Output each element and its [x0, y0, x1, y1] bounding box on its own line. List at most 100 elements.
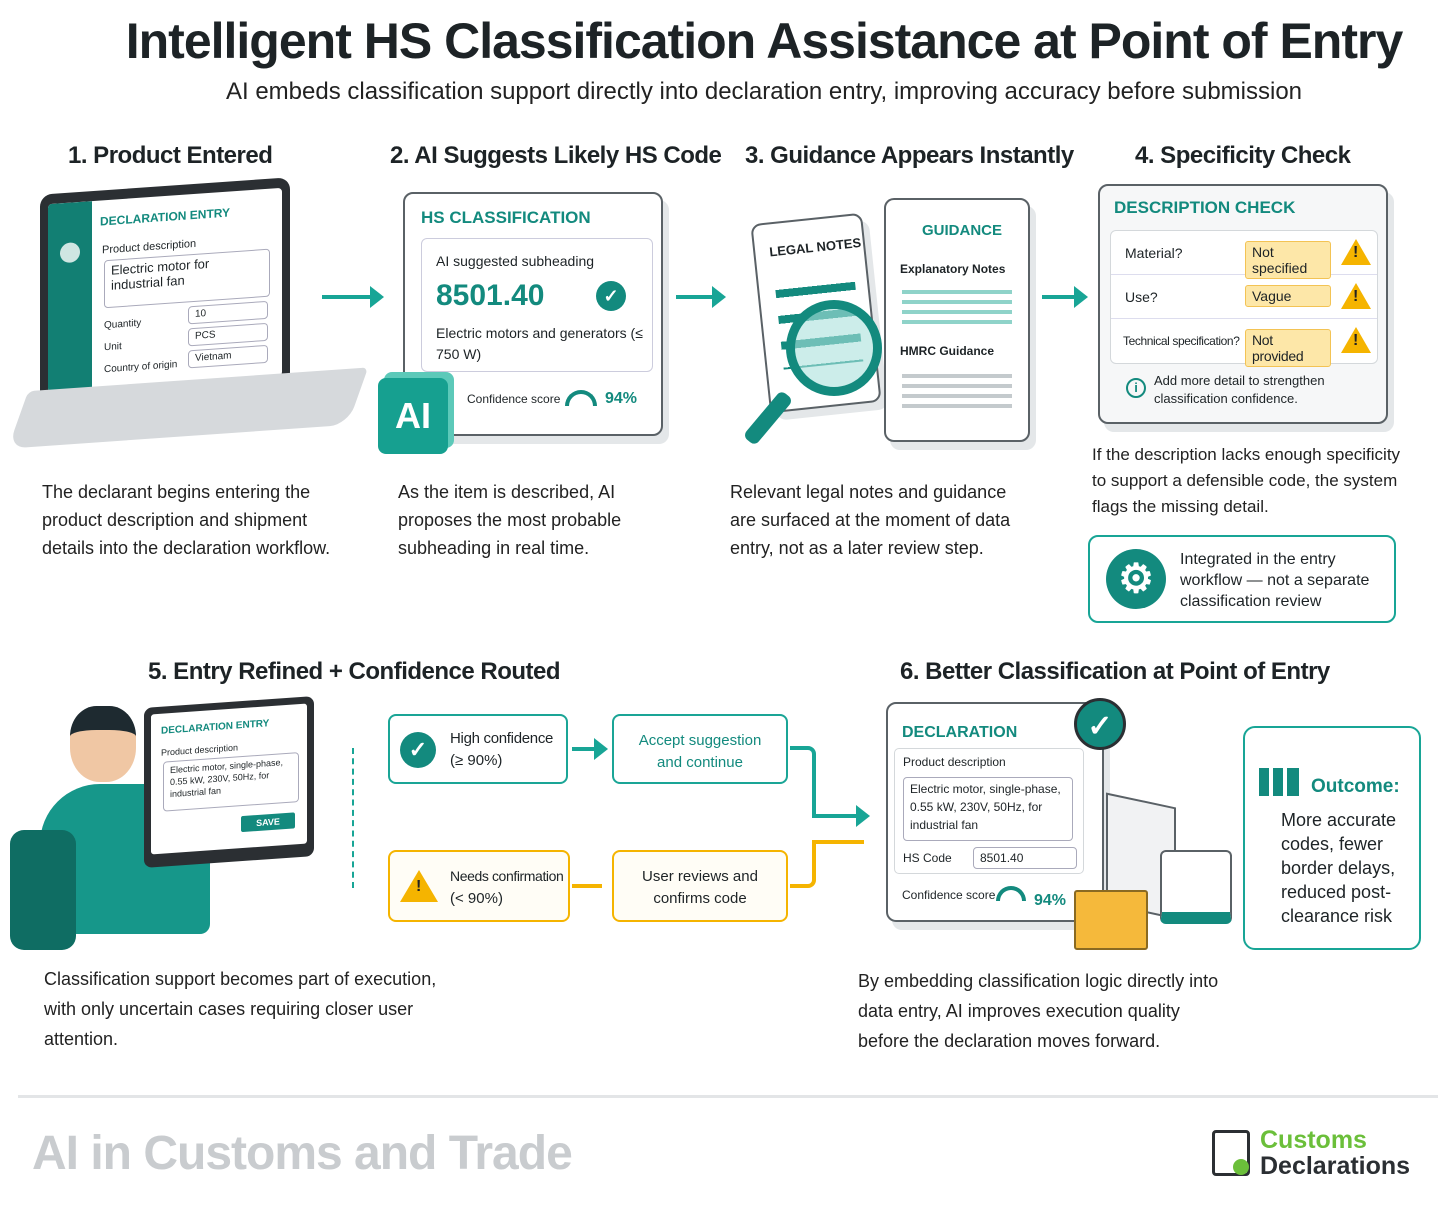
- status-badge: Not provided: [1245, 329, 1331, 367]
- save-button[interactable]: SAVE: [241, 812, 295, 833]
- warning-icon: !: [1341, 327, 1371, 353]
- product-description-input[interactable]: Electric motor, single-phase, 0.55 kW, 2…: [163, 752, 299, 812]
- quantity-input[interactable]: 10: [188, 300, 268, 325]
- info-text: Add more detail to strengthen classifica…: [1154, 373, 1325, 406]
- arrow-icon: [812, 840, 864, 844]
- product-description-field: Electric motor, single-phase, 0.55 kW, 2…: [903, 777, 1073, 841]
- guidance-document: GUIDANCE Explanatory Notes HMRC Guidance: [884, 198, 1030, 442]
- confidence-value: 94%: [1034, 892, 1067, 909]
- step4-description: If the description lacks enough specific…: [1092, 445, 1401, 516]
- origin-input[interactable]: Vietnam: [188, 344, 268, 369]
- branch-connector: [352, 748, 354, 888]
- step3-description: Relevant legal notes and guidance are su…: [730, 482, 1011, 558]
- unit-input[interactable]: PCS: [188, 322, 268, 347]
- arrow-icon: [1042, 286, 1088, 308]
- step6-description: By embedding classification logic direct…: [858, 971, 1219, 1051]
- explanatory-notes-label: Explanatory Notes: [900, 262, 1006, 276]
- magnifier-icon: [786, 300, 882, 396]
- check-icon: ✓: [400, 732, 436, 768]
- laptop-screen: DECLARATION ENTRY Product description El…: [40, 177, 290, 405]
- logo-text-customs: Customs: [1260, 1126, 1367, 1154]
- connector: [790, 746, 816, 818]
- page-title: Intelligent HS Classification Assistance…: [125, 13, 1404, 69]
- status-badge: Not specified: [1245, 241, 1331, 279]
- high-label: High confidence: [450, 730, 554, 747]
- monitor: DECLARATION ENTRY Product description El…: [144, 696, 314, 868]
- declaration-card: DECLARATION Product description Electric…: [886, 702, 1104, 922]
- unit-label: Unit: [104, 341, 122, 354]
- screen-title: DECLARATION ENTRY: [161, 718, 270, 737]
- step4-title: 4. Specificity Check: [1135, 142, 1351, 169]
- arrow-icon: [676, 286, 726, 308]
- check-icon: ✓: [596, 281, 626, 311]
- outcome-title: Outcome:: [1311, 776, 1400, 797]
- warning-icon: !: [1341, 239, 1371, 265]
- legal-notes-label: LEGAL NOTES: [768, 234, 862, 260]
- step1-title: 1. Product Entered: [68, 142, 273, 169]
- user-sidebar: [48, 201, 92, 393]
- step1-description: The declarant begins entering the produc…: [42, 482, 331, 558]
- description-check-card: DESCRIPTION CHECK Material? Not specifie…: [1098, 184, 1388, 424]
- high-confidence-box: ✓ High confidence (≥ 90%): [388, 714, 568, 784]
- step5-title: 5. Entry Refined + Confidence Routed: [148, 658, 561, 685]
- clipboard-logo-icon: [1212, 1130, 1250, 1176]
- row-label: Use?: [1125, 289, 1158, 305]
- code-description: Electric motors and generators (≤ 750 W): [436, 325, 643, 362]
- arrow-icon: [572, 884, 602, 888]
- callout-text: Integrated in the entry workflow — not a…: [1180, 551, 1370, 610]
- integration-callout: ⚙ Integrated in the entry workflow — not…: [1088, 535, 1396, 623]
- row-label: Technical specification?: [1123, 334, 1240, 348]
- arrow-icon: [812, 805, 870, 827]
- guidance-label: GUIDANCE: [922, 222, 1003, 239]
- step6-title: 6. Better Classification at Point of Ent…: [900, 658, 1330, 685]
- product-label: Product description: [102, 237, 197, 257]
- suggest-label: AI suggested subheading: [436, 253, 595, 269]
- hmrc-guidance-label: HMRC Guidance: [900, 344, 995, 358]
- step5-description: Classification support becomes part of e…: [44, 969, 437, 1049]
- suggested-code: 8501.40: [436, 279, 545, 312]
- check-row: Material? Not specified !: [1111, 231, 1377, 279]
- low-label: Needs confirmation: [450, 868, 564, 884]
- approved-check-icon: ✓: [1074, 698, 1126, 750]
- product-label: Product description: [161, 742, 239, 758]
- warning-icon: !: [1341, 283, 1371, 309]
- logo-text-declarations: Declarations: [1260, 1152, 1411, 1180]
- quantity-label: Quantity: [104, 317, 142, 332]
- check-row: Use? Vague !: [1111, 275, 1377, 319]
- status-badge: Vague: [1245, 285, 1331, 307]
- outcome-box: Outcome: More accurate codes, fewer bord…: [1243, 726, 1421, 950]
- page-subtitle: AI embeds classification support directl…: [225, 78, 1303, 105]
- outcome-text: More accurate codes, fewer border delays…: [1281, 810, 1397, 926]
- gauge-icon: [996, 886, 1026, 901]
- low-threshold: (< 90%): [450, 890, 503, 907]
- check-row: Technical specification? Not provided !: [1111, 319, 1377, 367]
- confidence-label: Confidence score: [902, 888, 996, 902]
- step3-title: 3. Guidance Appears Instantly: [745, 142, 1074, 169]
- confidence-label: Confidence score: [467, 392, 561, 406]
- package-icon: [1074, 890, 1148, 950]
- arrow-icon: [322, 286, 384, 308]
- card-title: HS CLASSIFICATION: [421, 208, 591, 227]
- series-title: AI in Customs and Trade: [32, 1127, 573, 1180]
- growth-chart-icon: [1259, 768, 1299, 796]
- needs-confirmation-box: ! Needs confirmation (< 90%): [388, 850, 570, 922]
- origin-label: Country of origin: [104, 359, 178, 376]
- gear-icon: ⚙: [1106, 549, 1166, 609]
- warning-icon: !: [400, 870, 438, 902]
- gauge-icon: [565, 390, 597, 406]
- arrow-icon: [572, 738, 608, 760]
- hs-code-field: 8501.40: [973, 847, 1077, 869]
- user-review-box: User reviews and confirms code: [612, 850, 788, 922]
- screen-title: DECLARATION ENTRY: [100, 205, 230, 229]
- card-title: DESCRIPTION CHECK: [1114, 198, 1296, 217]
- user-icon: [60, 241, 80, 264]
- row-label: Material?: [1125, 245, 1183, 261]
- step2-description: As the item is described, AI proposes th…: [398, 482, 622, 558]
- high-threshold: (≥ 90%): [450, 752, 503, 769]
- card-title: DECLARATION: [902, 724, 1018, 741]
- product-label: Product description: [903, 755, 1006, 769]
- connector: [790, 842, 816, 888]
- product-description-input[interactable]: Electric motor for industrial fan: [104, 248, 270, 309]
- ai-badge: AI: [378, 378, 448, 454]
- confidence-value: 94%: [605, 390, 638, 407]
